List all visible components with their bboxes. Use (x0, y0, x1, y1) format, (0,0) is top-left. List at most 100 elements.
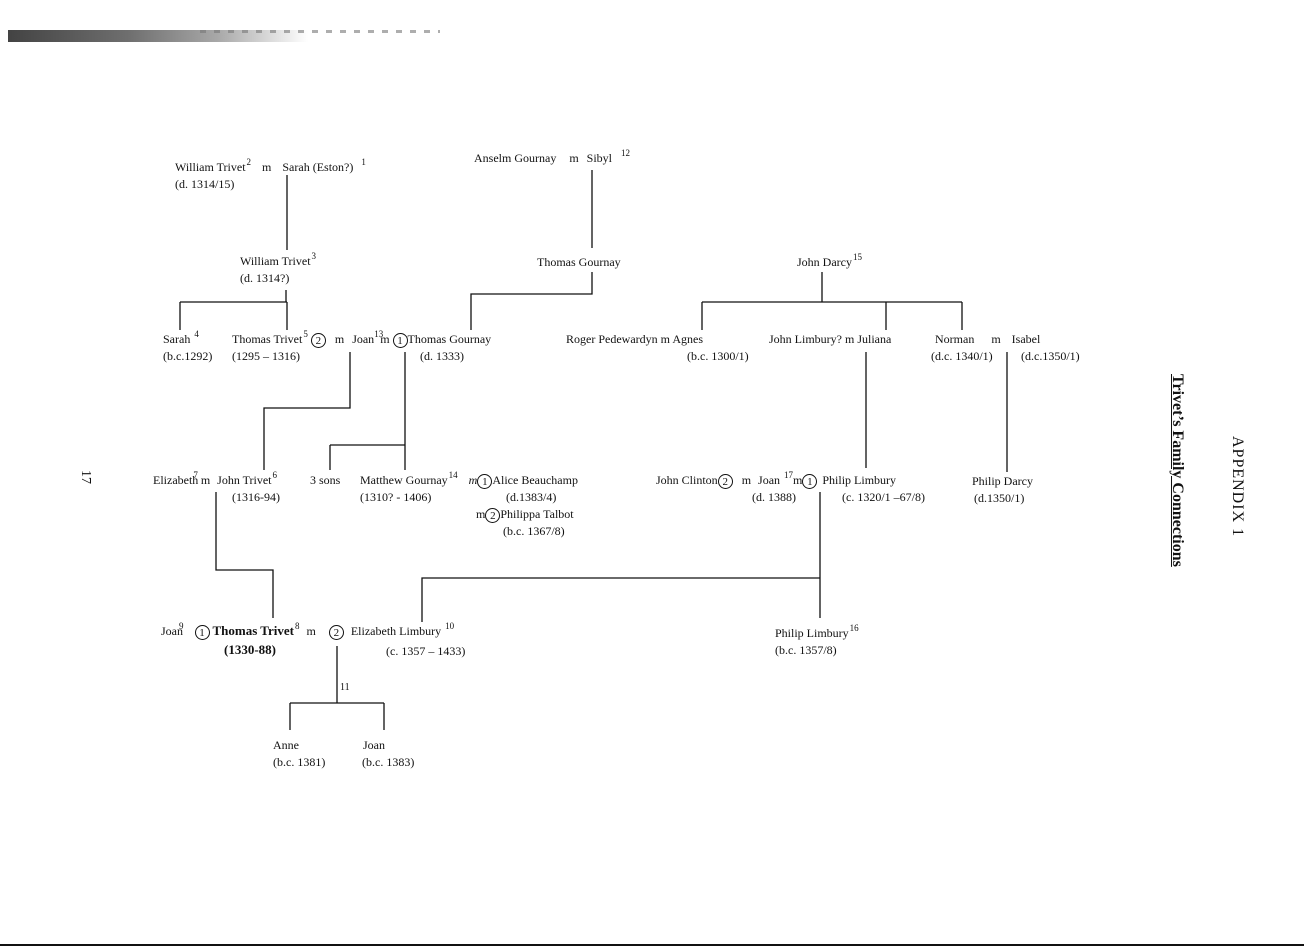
name: Isabel (1011, 332, 1041, 346)
name: Matthew Gournay (360, 473, 448, 487)
married-symbol: m (991, 332, 1001, 346)
name: John Clinton (656, 473, 718, 487)
dates: (d. 1333) (420, 349, 464, 363)
dates: (b.c. 1357/8) (775, 643, 837, 657)
ref-number: 17 (784, 470, 794, 480)
person-anselm-gournay: Anselm Gournay m Sibyl 12 (474, 148, 631, 166)
name: John Trivet (217, 473, 272, 487)
line-william-jr-children (179, 290, 288, 330)
ref-number: 1 (361, 157, 366, 167)
person-john-darcy: John Darcy15 (797, 252, 862, 270)
name: Philip Limbury (775, 626, 849, 640)
name: Elizabeth Limbury (350, 624, 442, 638)
appendix-title: APPENDIX 1 (1229, 436, 1246, 538)
marriage-order-2: 2 (310, 332, 326, 348)
married-symbol: m (569, 151, 579, 165)
name: Joan (758, 473, 781, 487)
dates: (d. 1314/15) (175, 177, 235, 191)
chart-subtitle: Trivet’s Family Connections (1169, 374, 1186, 567)
ref-number: 10 (445, 621, 455, 631)
dates: (b.c. 1367/8) (503, 524, 565, 538)
marriage-elizabeth-john-trivet: Elizabeth7 m John Trivet6 (153, 470, 278, 488)
ref-number: 2 (246, 157, 252, 167)
dates: (d. 1388) (752, 490, 796, 504)
marriage-order-2: 2 (717, 473, 733, 489)
name: William Trivet (240, 254, 311, 268)
name: Joan (161, 624, 183, 638)
person-william-trivet-sr: William Trivet2 m Sarah (Eston?) 1 (175, 157, 366, 175)
person-philip-limbury-jr: Philip Limbury16 (775, 623, 859, 641)
ref-number: 9 (179, 621, 184, 631)
dates: (d.c.1350/1) (1021, 349, 1080, 363)
ref-number: 12 (621, 148, 631, 158)
person-joan-child: Joan (363, 738, 385, 752)
scan-artifact-dots (200, 30, 440, 33)
name: Juliana (857, 332, 892, 346)
ref-number: 7 (193, 470, 198, 480)
marriage-order-1: 1 (194, 624, 210, 640)
name: William Trivet (175, 160, 246, 174)
married-symbol: m (468, 473, 478, 487)
dates: (1316-94) (232, 490, 280, 504)
ref-number: 14 (448, 470, 458, 480)
name: Sarah (Eston?) (282, 160, 354, 174)
married-symbol: m (380, 332, 390, 346)
marriage-order-2: 2 (328, 624, 344, 640)
marriage-order-1: 1 (802, 473, 818, 489)
person-thomas-gournay-sr: Thomas Gournay (537, 255, 621, 269)
bottom-rule (0, 944, 1304, 946)
line-joan-philip-to-children (421, 492, 821, 622)
dates: (d.c. 1340/1) (931, 349, 993, 363)
married-symbol: m (476, 507, 486, 521)
name: Philip Limbury (822, 473, 897, 487)
married-symbol: m (793, 473, 803, 487)
name: Philippa Talbot (500, 507, 574, 521)
ref-number: 6 (272, 470, 278, 480)
name: Anselm Gournay (474, 151, 557, 165)
scan-artifact (8, 30, 308, 42)
dates: (1330-88) (224, 642, 276, 657)
marriage-order-1: 1 (392, 332, 408, 348)
person-three-sons: 3 sons (310, 473, 341, 487)
name: John Limbury? (769, 332, 842, 346)
name: Roger Pedewardyn (566, 332, 658, 346)
married-symbol: m (741, 473, 752, 487)
dates: (d. 1314?) (240, 271, 290, 285)
ref-number: 8 (295, 621, 300, 631)
name: Thomas Gournay (407, 332, 492, 346)
marriage-thomas-trivet: Joan9 1 Thomas Trivet8 m 2 Elizabeth Lim… (161, 621, 455, 640)
ref-number: 16 (849, 623, 859, 633)
married-symbol: m (262, 160, 272, 174)
marriage-norman-isabel: Norman m Isabel (935, 332, 1040, 346)
marriage-order-2: 2 (485, 507, 501, 523)
dates: (d.1383/4) (506, 490, 557, 504)
marriage-order-1: 1 (477, 473, 493, 489)
dates: (1295 – 1316) (232, 349, 300, 363)
page-number: 17 (78, 470, 93, 484)
marriage-pedewardyn-agnes: Roger Pedewardyn m Agnes (566, 332, 703, 346)
name: John Darcy (797, 255, 852, 269)
ref-number: 5 (303, 329, 308, 339)
dates: (c. 1357 – 1433) (386, 644, 466, 658)
dates: (c. 1320/1 –67/8) (842, 490, 925, 504)
dates: (b.c. 1381) (273, 755, 326, 769)
line-elizabeth-john-to-thomas (215, 492, 274, 618)
ref-number: 13 (374, 329, 384, 339)
line-thomas-joan-to-john (263, 352, 351, 470)
dates: (b.c. 1300/1) (687, 349, 749, 363)
ref-number: 4 (194, 329, 199, 339)
name: Norman (935, 332, 975, 346)
name: Joan (352, 332, 375, 346)
dates: (b.c. 1383) (362, 755, 415, 769)
person-anne: Anne (273, 738, 299, 752)
married-symbol: m (200, 473, 211, 487)
person-william-trivet-jr: William Trivet3 (240, 251, 316, 269)
line-thomas-elizabeth-to-children (289, 646, 385, 730)
dates: (b.c.1292) (163, 349, 213, 363)
married-symbol: m (845, 332, 855, 346)
